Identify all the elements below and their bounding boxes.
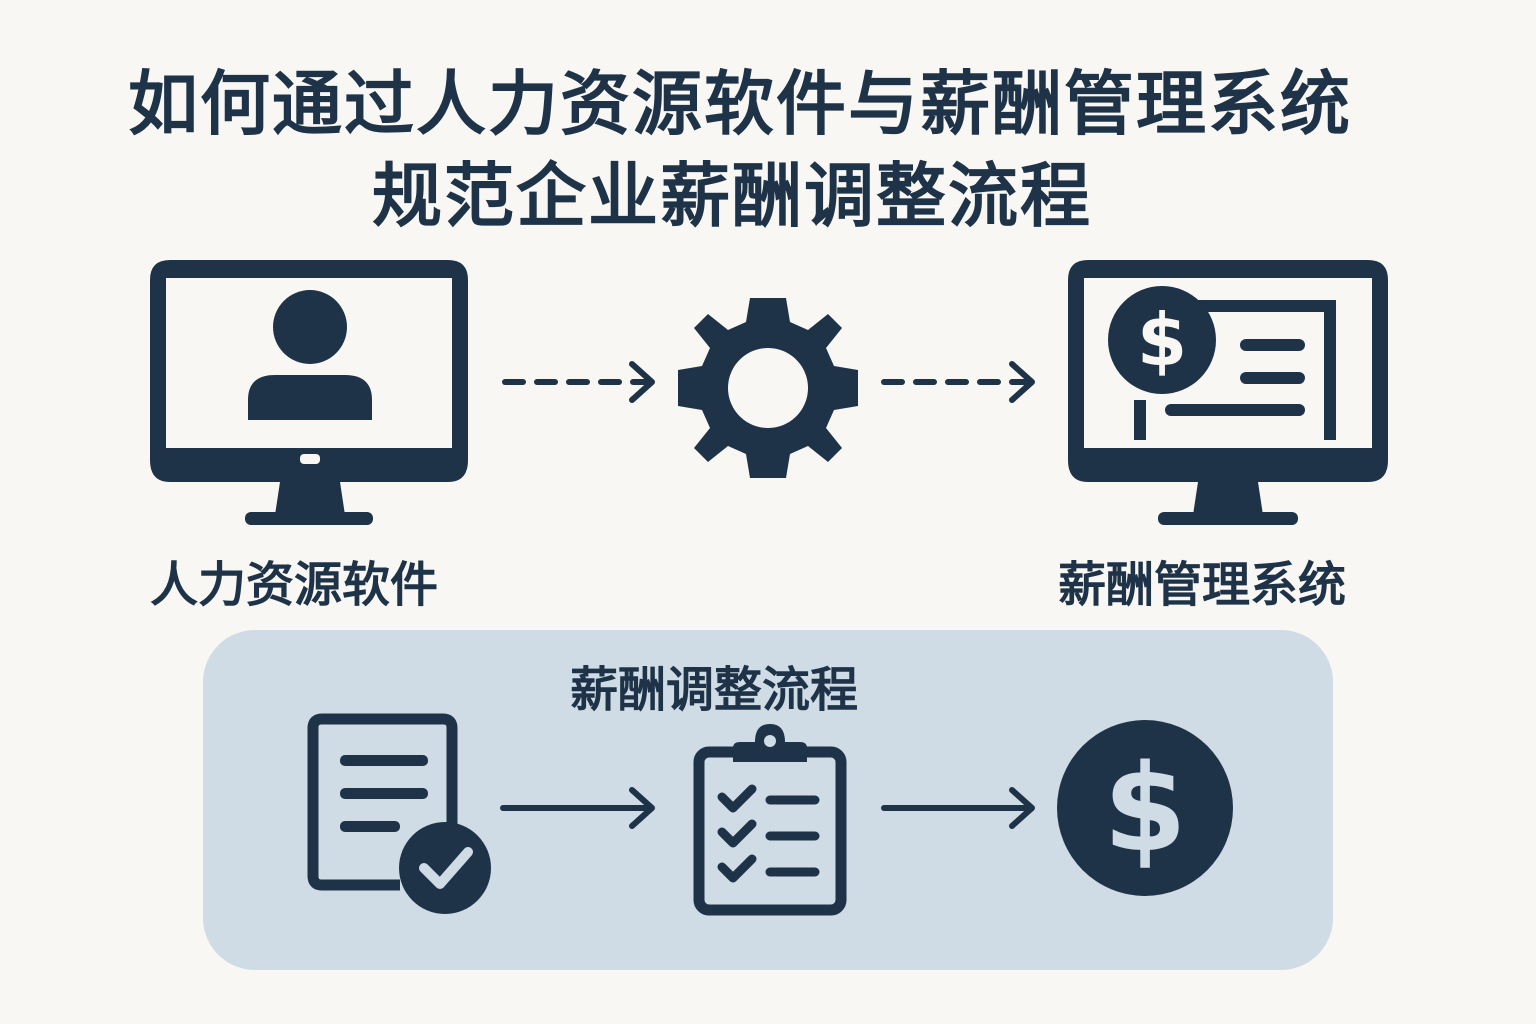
- document-check-icon: [307, 713, 491, 914]
- clipboard-checklist-icon: [693, 724, 847, 916]
- payroll-system-label: 薪酬管理系统: [1058, 557, 1347, 613]
- person-head-icon: [273, 290, 347, 364]
- dollar-circle-icon: [1108, 286, 1216, 394]
- person-body-icon: [248, 375, 372, 420]
- monitor-payroll-icon: $: [1068, 260, 1388, 525]
- hr-software-label: 人力资源软件: [150, 557, 439, 613]
- process-panel-title: 薪酬调整流程: [570, 662, 859, 718]
- svg-text:$: $: [1103, 740, 1187, 879]
- title-line-2: 规范企业薪酬调整流程: [372, 155, 1092, 237]
- monitor-person-icon: [150, 260, 468, 525]
- dollar-coin-icon: $: [1057, 720, 1233, 896]
- title-line-1: 如何通过人力资源软件与薪酬管理系统: [128, 63, 1352, 145]
- svg-text:$: $: [1137, 298, 1187, 382]
- gear-icon: [678, 298, 858, 478]
